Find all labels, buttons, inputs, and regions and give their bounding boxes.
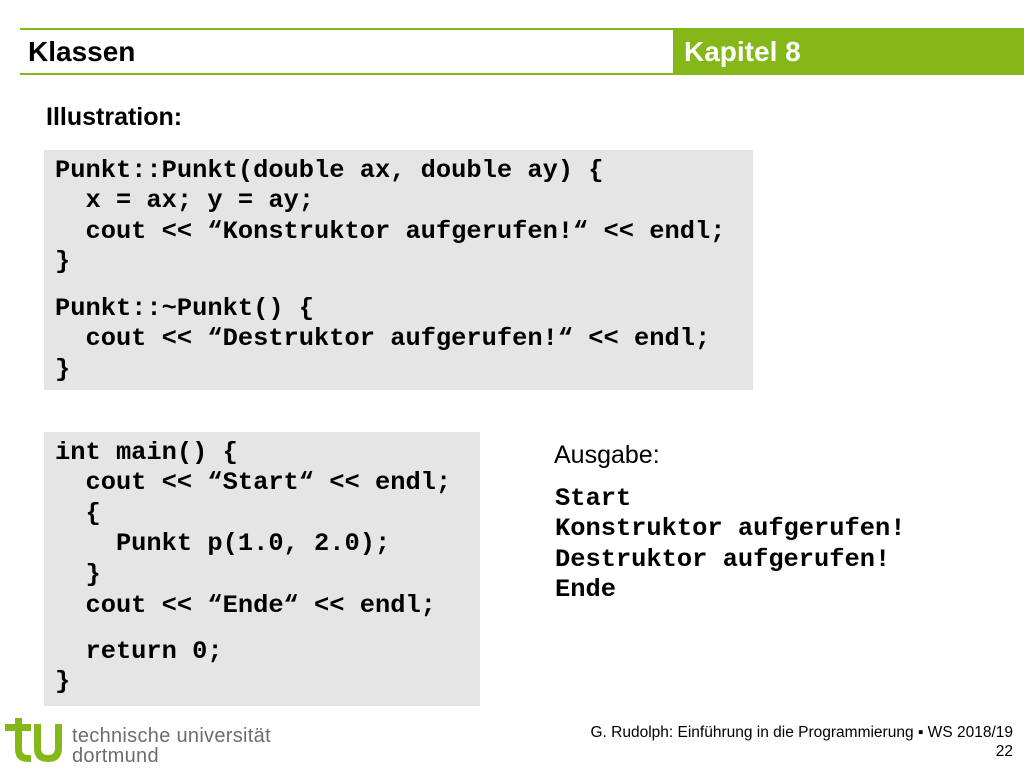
code-line: Punkt::Punkt(double ax, double ay) { [55, 155, 604, 185]
code-line: int main() { [55, 437, 238, 467]
slide-title: Klassen [28, 36, 136, 67]
code-line: Punkt p(1.0, 2.0); [55, 529, 391, 559]
header-bottom-rule [20, 73, 673, 75]
code-line: cout << “Ende“ << endl; [55, 590, 436, 620]
code-line: return 0; [55, 636, 223, 666]
code-block-class-methods: Punkt::Punkt(double ax, double ay) { x =… [44, 150, 753, 390]
page-number: 22 [995, 743, 1013, 760]
output-line: Konstruktor aufgerufen! [555, 514, 906, 544]
code-line: } [55, 247, 71, 277]
output-label: Ausgabe: [554, 441, 660, 469]
code-line: { [55, 498, 101, 528]
footer-credit: G. Rudolph: Einführung in die Programmie… [590, 724, 1013, 741]
code-group-main-return: return 0; } [55, 637, 480, 698]
logo-text-city: dortmund [72, 745, 159, 767]
code-line: x = ax; y = ay; [55, 186, 315, 216]
code-line: } [55, 354, 71, 384]
chapter-badge: Kapitel 8 [673, 29, 1024, 75]
code-line: } [55, 560, 101, 590]
output-listing: Start Konstruktor aufgerufen! Destruktor… [555, 484, 905, 606]
code-line: cout << “Destruktor aufgerufen!“ << endl… [55, 324, 711, 354]
code-line: cout << “Konstruktor aufgerufen!“ << end… [55, 216, 726, 246]
chapter-label: Kapitel 8 [684, 36, 801, 67]
code-group-main-body: int main() { cout << “Start“ << endl; { … [55, 438, 480, 622]
output-line: Start [555, 483, 632, 513]
code-group-constructor: Punkt::Punkt(double ax, double ay) { x =… [55, 156, 753, 278]
logo-text-university: technische universität [72, 725, 271, 747]
section-label: Illustration: [46, 103, 183, 131]
code-line: cout << “Start“ << endl; [55, 468, 452, 498]
code-line: Punkt::~Punkt() { [55, 293, 315, 323]
code-block-main: int main() { cout << “Start“ << endl; { … [44, 432, 480, 706]
output-line: Ende [555, 575, 616, 605]
output-line: Destruktor aufgerufen! [555, 544, 891, 574]
header-top-rule [20, 28, 1024, 30]
code-line: } [55, 667, 71, 697]
code-group-destructor: Punkt::~Punkt() { cout << “Destruktor au… [55, 294, 753, 386]
tu-logo-icon [5, 718, 62, 762]
